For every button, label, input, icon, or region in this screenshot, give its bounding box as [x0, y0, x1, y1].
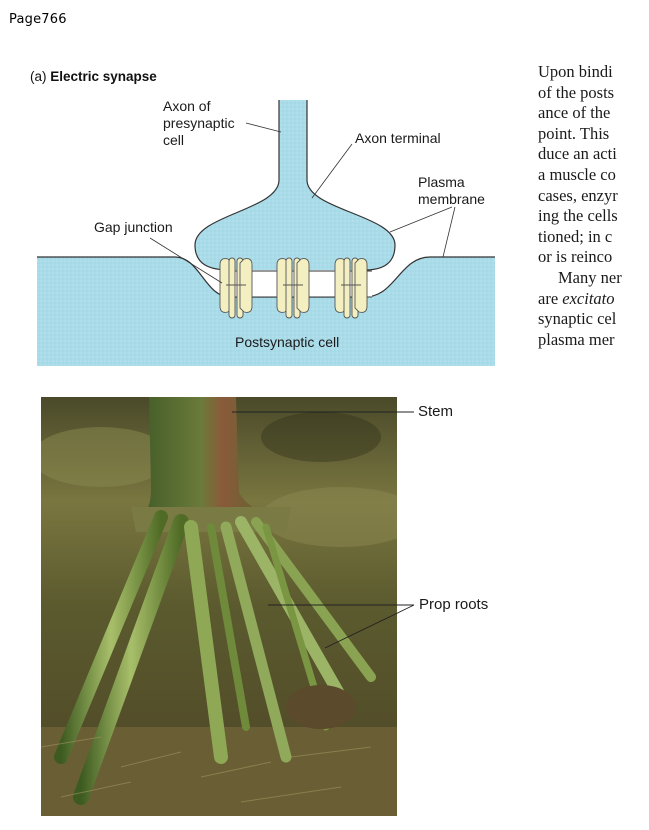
text-line: of the posts: [538, 82, 615, 102]
figure-title-prefix: (a): [30, 69, 51, 84]
italic-text-fragment: excitato: [562, 288, 615, 308]
gap-junction-channels: [219, 257, 368, 319]
axon-leader-line: [245, 122, 282, 133]
text-line: are excitato: [538, 289, 649, 310]
text-line: ance of the: [538, 103, 611, 123]
stem-label: Stem: [418, 403, 454, 420]
text-line: plasma mer: [538, 329, 615, 349]
figure-title: (a) Electric synapse: [30, 69, 157, 84]
figure-title-text: Electric synapse: [50, 69, 157, 84]
axon-label-line1: Axon of: [163, 98, 211, 114]
text-line: tioned; in c: [538, 226, 613, 246]
plasma-membrane-label-line1: Plasma: [418, 174, 465, 190]
prop-roots-leader-line-2: [324, 604, 415, 649]
plasma-leader-line-1: [389, 206, 453, 233]
text-line: synaptic cel: [538, 309, 617, 329]
text-line: duce an acti: [538, 144, 617, 164]
body-text-column: Upon bindi of the posts ance of the poin…: [538, 62, 649, 350]
page-label: Page766: [9, 12, 67, 27]
text-line: a muscle co: [538, 164, 616, 184]
text-line: Upon bindi: [538, 62, 613, 81]
axon-terminal-leader-line: [311, 143, 353, 199]
gap-junction-label: Gap junction: [94, 219, 173, 235]
prop-roots-photo: [41, 397, 397, 816]
text-line: Many ner: [558, 267, 622, 287]
axon-label-line3: cell: [163, 132, 185, 148]
postsynaptic-cell-label: Postsynaptic cell: [235, 334, 340, 350]
axon-terminal-label: Axon terminal: [355, 130, 441, 146]
plasma-leader-line-2: [442, 206, 456, 258]
text-line: ing the cells: [538, 206, 618, 226]
postsynaptic-cell-shape: [37, 257, 495, 366]
text-line: point. This: [538, 123, 610, 143]
electric-synapse-diagram: [37, 100, 495, 366]
text-line: cases, enzyr: [538, 185, 618, 205]
prop-roots-label: Prop roots: [419, 596, 489, 613]
plasma-membrane-label-line2: membrane: [418, 191, 485, 207]
gap-junction-leader-line: [149, 237, 223, 284]
axon-label-line2: presynaptic: [163, 115, 235, 131]
text-fragment: are: [538, 288, 563, 308]
axon-terminal-shape: [195, 100, 395, 270]
text-line: or is reinco: [538, 247, 613, 267]
